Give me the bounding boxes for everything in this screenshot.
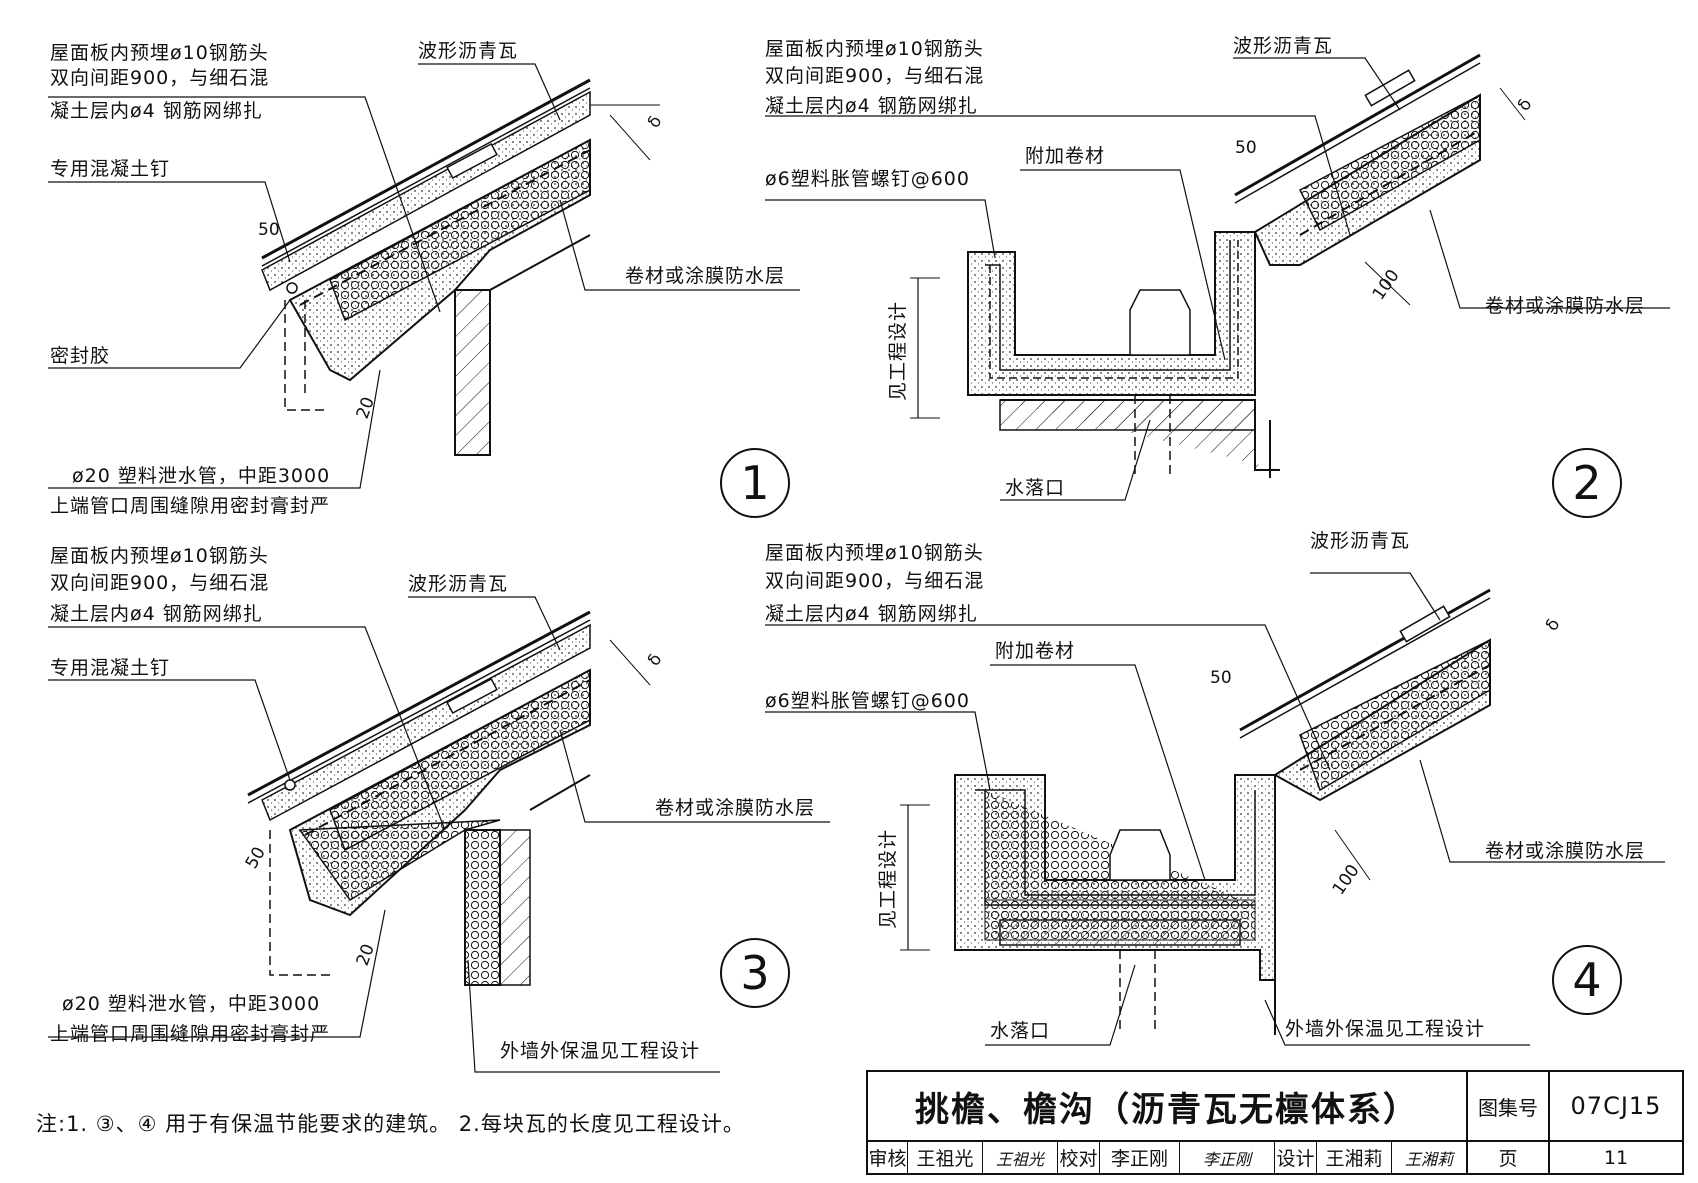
review-label: 审核 — [868, 1142, 908, 1173]
d1-pipe-line1: ø20 塑料泄水管，中距3000 — [72, 465, 331, 487]
d2-dim-50: 50 — [1235, 138, 1257, 158]
d4-extra-label: 附加卷材 — [995, 640, 1076, 662]
d3-pipe-line2: 上端管口周围缝隙用密封膏封严 — [50, 1023, 331, 1045]
d2-embed-line3: 凝土层内ø4 钢筋网绑扎 — [765, 95, 978, 117]
d3-embed-line3: 凝土层内ø4 钢筋网绑扎 — [50, 603, 263, 625]
d2-tile-label: 波形沥青瓦 — [1233, 35, 1334, 57]
detail-number-1: 1 — [720, 448, 790, 518]
d4-embed-line3: 凝土层内ø4 钢筋网绑扎 — [765, 603, 978, 625]
d4-embed-line2: 双向间距900，与细石混 — [765, 570, 985, 592]
d1-tile-label: 波形沥青瓦 — [418, 40, 519, 62]
d1-embed-line3: 凝土层内ø4 钢筋网绑扎 — [50, 100, 263, 122]
d4-dim-50: 50 — [1210, 668, 1232, 688]
d4-tile-label: 波形沥青瓦 — [1310, 530, 1411, 552]
d1-dim-50: 50 — [258, 220, 280, 240]
detail-number-3: 3 — [720, 938, 790, 1008]
detail-number-4: 4 — [1552, 945, 1622, 1015]
review-signature: 王祖光 — [983, 1142, 1058, 1173]
check-name: 李正刚 — [1100, 1142, 1180, 1173]
d4-membrane-label: 卷材或涂膜防水层 — [1485, 840, 1646, 862]
d4-eng-label: 见工程设计 — [877, 828, 900, 930]
design-name: 王湘莉 — [1317, 1142, 1392, 1173]
atlas-no-value: 07CJ15 — [1550, 1072, 1682, 1142]
d2-eng-label: 见工程设计 — [887, 300, 910, 402]
title-block: 挑檐、檐沟（沥青瓦无檩体系） 图集号 07CJ15 审核 王祖光 王祖光 校对 … — [866, 1070, 1684, 1175]
d3-embed-line1: 屋面板内预埋ø10钢筋头 — [50, 545, 269, 567]
d3-embed-line2: 双向间距900，与细石混 — [50, 572, 270, 594]
check-signature: 李正刚 — [1180, 1142, 1275, 1173]
check-label: 校对 — [1058, 1142, 1100, 1173]
d1-sealant-label: 密封胶 — [50, 345, 111, 367]
d2-embed-line1: 屋面板内预埋ø10钢筋头 — [765, 38, 984, 60]
d4-screw-label: ø6塑料胀管螺钉@600 — [765, 690, 970, 712]
d3-membrane-label: 卷材或涂膜防水层 — [655, 797, 816, 819]
d3-tile-label: 波形沥青瓦 — [408, 573, 509, 595]
d2-screw-label: ø6塑料胀管螺钉@600 — [765, 168, 970, 190]
review-name: 王祖光 — [908, 1142, 983, 1173]
d2-membrane-label: 卷材或涂膜防水层 — [1485, 295, 1646, 317]
d3-nail-label: 专用混凝土钉 — [50, 657, 171, 679]
d4-embed-line1: 屋面板内预埋ø10钢筋头 — [765, 542, 984, 564]
d3-wall-label: 外墙外保温见工程设计 — [500, 1040, 701, 1062]
atlas-no-label: 图集号 — [1468, 1072, 1550, 1142]
d4-wall-label: 外墙外保温见工程设计 — [1285, 1018, 1486, 1040]
detail-4-drawing — [765, 572, 1665, 1046]
d2-embed-line2: 双向间距900，与细石混 — [765, 65, 985, 87]
d2-extra-label: 附加卷材 — [1025, 145, 1106, 167]
general-note: 注:1. ③、④ 用于有保温节能要求的建筑。 2.每块瓦的长度见工程设计。 — [36, 1112, 745, 1136]
drawing-title: 挑檐、檐沟（沥青瓦无檩体系） — [868, 1072, 1468, 1142]
d4-drain-label: 水落口 — [990, 1020, 1051, 1042]
page-label: 页 — [1468, 1142, 1550, 1173]
d1-embed-line1: 屋面板内预埋ø10钢筋头 — [50, 42, 269, 64]
detail-1-drawing — [48, 63, 800, 489]
detail-3-drawing — [48, 596, 830, 1073]
detail-number-2: 2 — [1552, 448, 1622, 518]
d1-membrane-label: 卷材或涂膜防水层 — [625, 265, 786, 287]
d2-drain-label: 水落口 — [1005, 477, 1066, 499]
design-signature: 王湘莉 — [1392, 1142, 1468, 1173]
d3-pipe-line1: ø20 塑料泄水管，中距3000 — [62, 993, 321, 1015]
design-label: 设计 — [1275, 1142, 1317, 1173]
d1-embed-line2: 双向间距900，与细石混 — [50, 67, 270, 89]
detail-2-drawing — [765, 53, 1670, 501]
d1-pipe-line2: 上端管口周围缝隙用密封膏封严 — [50, 495, 331, 517]
d1-nail-label: 专用混凝土钉 — [50, 158, 171, 180]
page-number: 11 — [1603, 1146, 1629, 1169]
